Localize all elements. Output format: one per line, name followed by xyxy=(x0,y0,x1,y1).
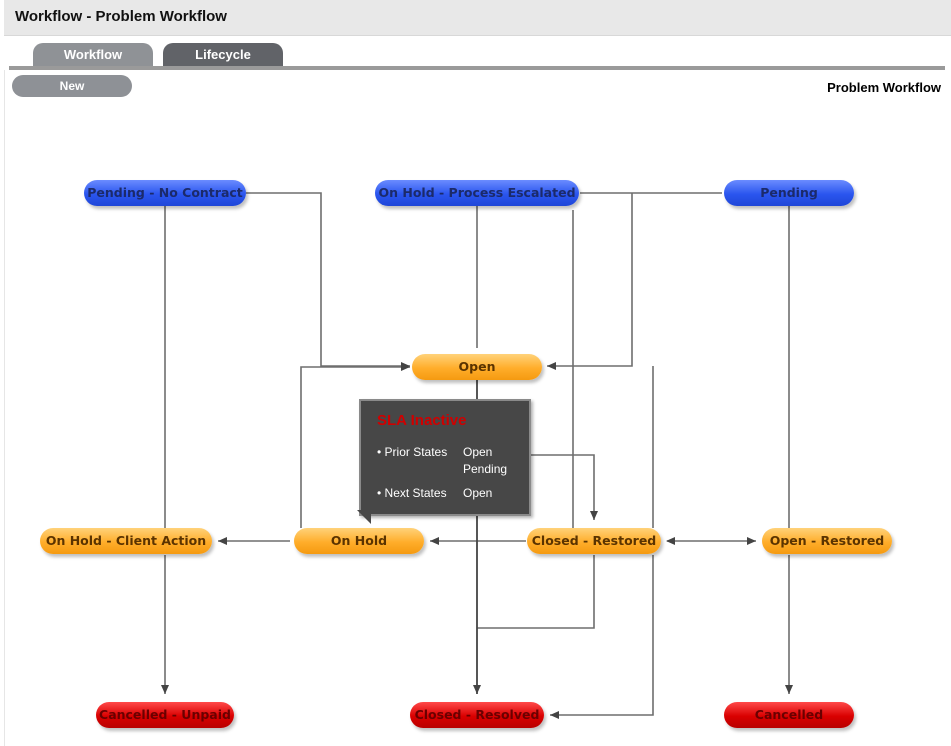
state-closed-resolved[interactable]: Closed - Resolved xyxy=(410,702,544,728)
content-border xyxy=(4,70,5,746)
state-pending[interactable]: Pending xyxy=(724,180,854,206)
sla-tooltip: SLA Inactive • Prior States Open Pending… xyxy=(359,399,531,516)
state-pending-no-contract[interactable]: Pending - No Contract xyxy=(84,180,246,206)
tab-divider xyxy=(9,66,945,70)
connector-open-to-closed-restored xyxy=(520,454,598,520)
state-open-restored[interactable]: Open - Restored xyxy=(762,528,892,554)
state-cancelled-unpaid[interactable]: Cancelled - Unpaid xyxy=(96,702,234,728)
tooltip-next-states-label: • Next States xyxy=(377,486,447,500)
state-cancelled[interactable]: Cancelled xyxy=(724,702,854,728)
connector-closed-restored-to-resolved xyxy=(550,555,654,719)
title-bar: Workflow - Problem Workflow xyxy=(4,0,951,36)
connector-escalated-right-to-open xyxy=(547,193,633,370)
state-on-hold-client-action[interactable]: On Hold - Client Action xyxy=(40,528,212,554)
connector-closed-restored-loop xyxy=(477,555,595,629)
tooltip-title: SLA Inactive xyxy=(377,412,467,429)
connector-pending-no-contract-to-open xyxy=(246,192,410,370)
tooltip-prior-state: Open xyxy=(463,445,493,459)
state-closed-restored[interactable]: Closed - Restored xyxy=(527,528,661,554)
tab-workflow[interactable]: Workflow xyxy=(33,43,153,67)
tooltip-prior-state: Pending xyxy=(463,462,508,476)
page-title: Workflow - Problem Workflow xyxy=(15,8,227,25)
state-open[interactable]: Open xyxy=(412,354,542,380)
new-button[interactable]: New xyxy=(12,75,132,97)
tooltip-next-state: Open xyxy=(463,486,493,500)
connector-on-hold-to-open xyxy=(300,363,410,528)
state-on-hold[interactable]: On Hold xyxy=(294,528,424,554)
tab-lifecycle[interactable]: Lifecycle xyxy=(163,43,283,67)
state-on-hold-process-escalated[interactable]: On Hold - Process Escalated xyxy=(375,180,579,206)
tooltip-prior-states-label: • Prior States xyxy=(377,445,448,459)
workflow-name-label: Problem Workflow xyxy=(827,80,941,95)
tooltip-pointer xyxy=(357,510,371,524)
